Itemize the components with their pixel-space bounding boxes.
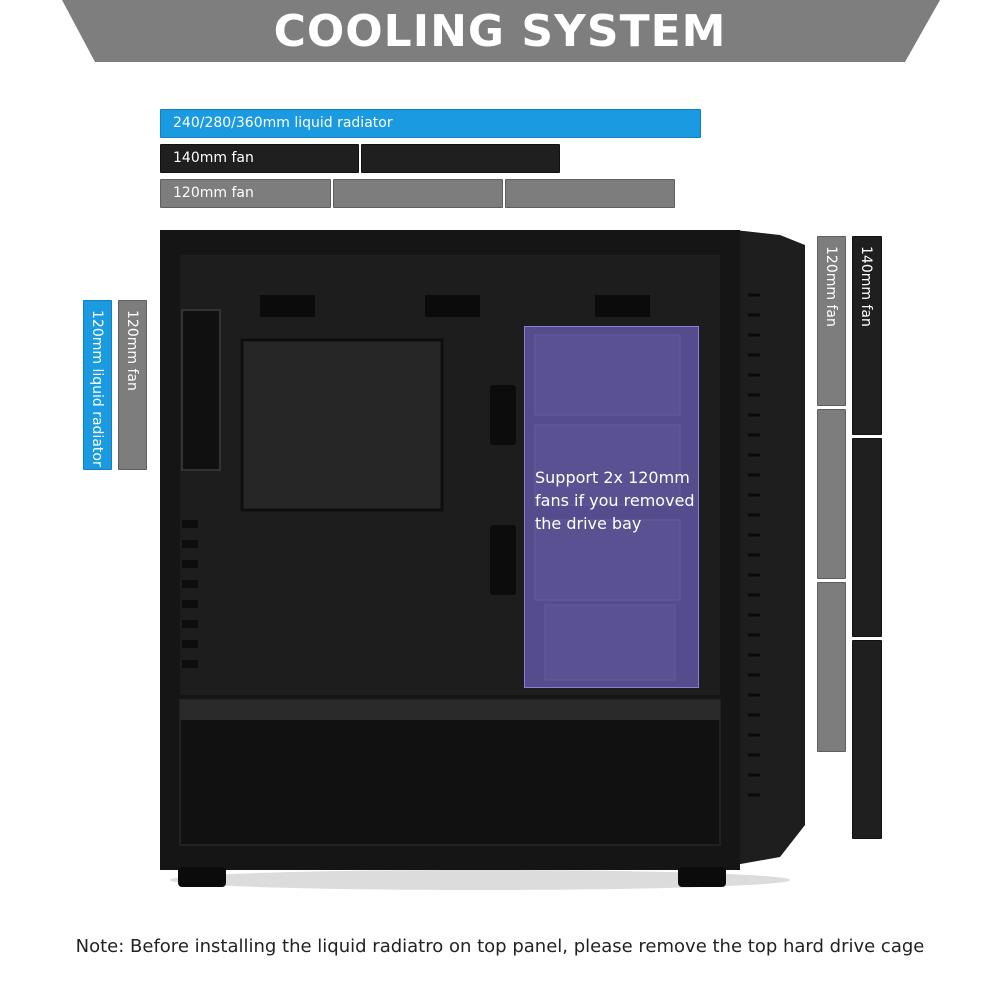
rear-fan — [181, 309, 221, 471]
psu-shroud — [179, 699, 721, 846]
pc-case-illustration — [160, 230, 805, 890]
front-fan120-bar-1 — [817, 236, 846, 406]
top-fan120-bar-2 — [333, 179, 503, 208]
top-fan120-bar-1: 120mm fan — [160, 179, 331, 208]
top-fan120-bar-3 — [505, 179, 675, 208]
rear-fan120-label: 120mm fan — [124, 310, 140, 391]
case-foot-left — [178, 867, 226, 887]
front-fan140-bar-1 — [852, 236, 882, 435]
drive-bay-overlay — [524, 326, 699, 688]
drive-bay-overlay-text: Support 2x 120mm fans if you removed the… — [535, 468, 695, 533]
top-fan120-label: 120mm fan — [173, 185, 254, 201]
front-fan120-label: 120mm fan — [823, 246, 839, 327]
front-fan140-bar-3 — [852, 640, 882, 839]
case-foot-right — [678, 867, 726, 887]
page-title: COOLING SYSTEM — [273, 6, 727, 57]
front-fan120-bar-3 — [817, 582, 846, 752]
rear-fan120-bar — [118, 300, 147, 470]
rear-radiator-bar — [83, 300, 112, 470]
installation-note: Note: Before installing the liquid radia… — [75, 936, 925, 957]
front-fan140-label: 140mm fan — [858, 246, 874, 327]
top-radiator-bar: 240/280/360mm liquid radiator — [160, 109, 701, 138]
top-fan140-bar-1: 140mm fan — [160, 144, 359, 173]
rear-radiator-label: 120mm liquid radiator — [89, 310, 105, 467]
top-radiator-label: 240/280/360mm liquid radiator — [173, 115, 393, 131]
top-fan140-bar-2 — [361, 144, 560, 173]
front-panel — [735, 230, 805, 865]
front-fan120-bar-2 — [817, 409, 846, 579]
top-fan140-label: 140mm fan — [173, 150, 254, 166]
front-fan140-bar-2 — [852, 438, 882, 637]
header-banner — [62, 0, 940, 62]
